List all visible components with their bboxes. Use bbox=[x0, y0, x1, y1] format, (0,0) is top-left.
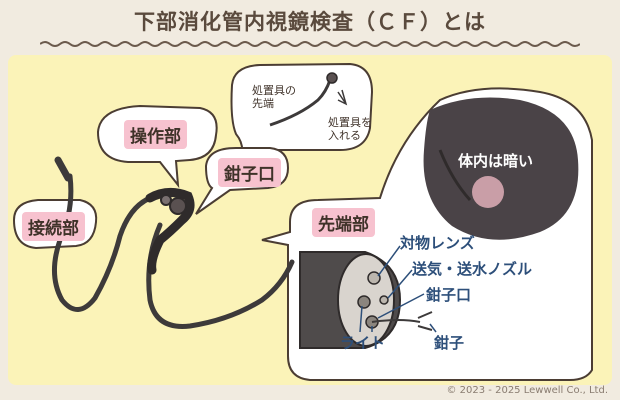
control-knob bbox=[169, 197, 187, 215]
label-forceps: 鉗子 bbox=[434, 334, 465, 352]
light-glow bbox=[472, 176, 504, 208]
note-tool-tip: 処置具の先端 bbox=[252, 84, 296, 110]
tool-grip bbox=[326, 72, 338, 84]
scope-in-body bbox=[438, 149, 472, 202]
label-connection: 接続部 bbox=[22, 212, 85, 241]
title-underline bbox=[40, 41, 580, 47]
label-tip-forceps-port: 鉗子口 bbox=[426, 286, 472, 304]
light-icon bbox=[357, 295, 371, 309]
label-nozzle: 送気・送水ノズル bbox=[412, 260, 533, 278]
scope-connector bbox=[54, 156, 72, 182]
bubble-tool bbox=[230, 62, 374, 165]
tool-wire bbox=[269, 79, 332, 127]
label-operation: 操作部 bbox=[124, 120, 187, 149]
scope-handle bbox=[145, 188, 195, 275]
control-button bbox=[160, 194, 172, 206]
label-objective-lens: 対物レンズ bbox=[400, 234, 475, 252]
label-forceps-port: 鉗子口 bbox=[218, 158, 281, 187]
scope-insertion-tube bbox=[146, 222, 295, 329]
note-insert-tool: 処置具を入れる bbox=[328, 116, 372, 142]
forceps-jaws bbox=[417, 311, 433, 331]
insert-arrow bbox=[337, 89, 348, 106]
forceps-wire bbox=[371, 319, 421, 323]
nozzle-icon bbox=[379, 295, 389, 305]
page-title: 下部消化管内視鏡検査（ＣＦ）とは bbox=[134, 10, 486, 34]
label-tip: 先端部 bbox=[312, 208, 375, 237]
label-inside-dark: 体内は暗い bbox=[458, 152, 534, 170]
copyright: © 2023 - 2025 Lewwell Co., Ltd. bbox=[446, 385, 609, 396]
inside-body-view bbox=[423, 97, 579, 240]
objective-lens-icon bbox=[367, 271, 381, 285]
label-light: ライト bbox=[340, 334, 386, 352]
